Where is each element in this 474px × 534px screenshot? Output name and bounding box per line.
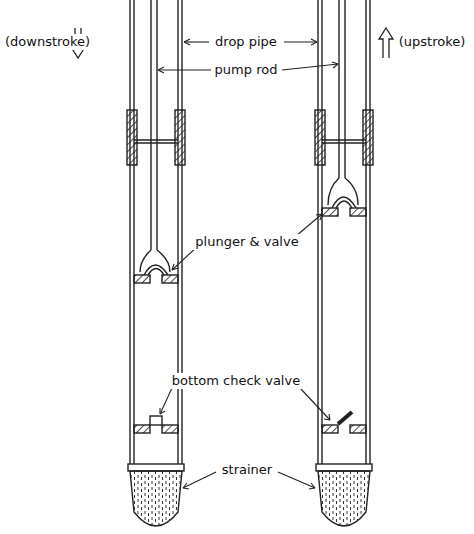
stroke-label: (downstroke): [3, 34, 92, 50]
part-label: strainer: [220, 462, 274, 478]
part-label: pump rod: [213, 62, 280, 78]
part-label: bottom check valve: [170, 373, 302, 389]
part-label: plunger & valve: [193, 234, 300, 250]
stroke-label: (upstroke): [397, 34, 468, 50]
part-label: drop pipe: [213, 34, 279, 50]
